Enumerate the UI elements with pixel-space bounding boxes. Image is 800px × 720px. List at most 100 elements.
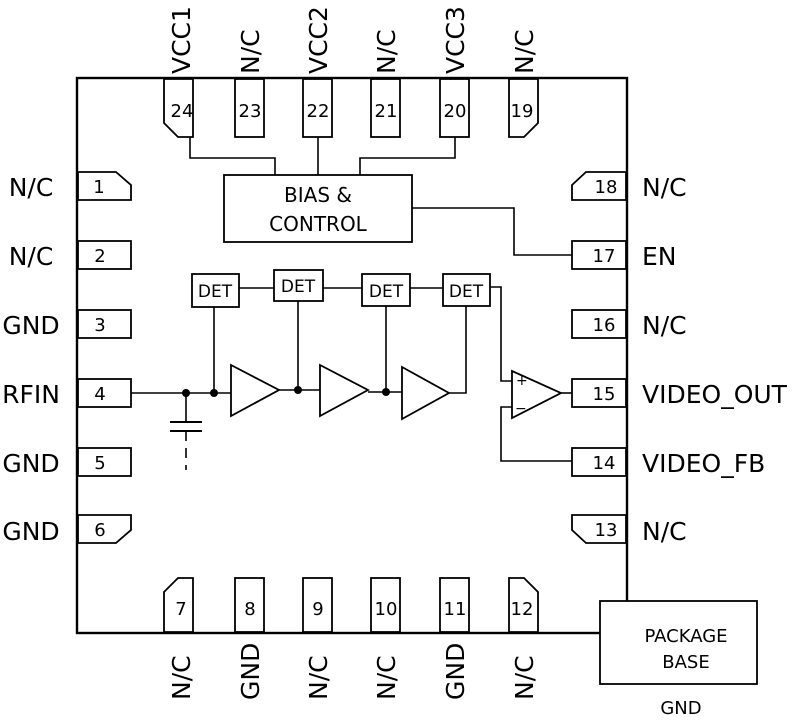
- pin-5-number: 5: [94, 453, 105, 474]
- detector-3-label: DET: [369, 282, 404, 302]
- pin-21-label: N/C: [372, 29, 401, 74]
- pin-10: 10 N/C: [370, 577, 401, 700]
- pin-22: 22 VCC2: [302, 6, 333, 138]
- pin-12-label: N/C: [510, 655, 539, 700]
- pin-14: 14 VIDEO_FB: [571, 447, 765, 478]
- detector-3: DET: [361, 273, 411, 307]
- package-base-gnd-label: GND: [660, 698, 701, 719]
- amplifier-3: [401, 365, 451, 421]
- pin-17-number: 17: [593, 246, 616, 267]
- pin-16: 16 N/C: [571, 309, 687, 340]
- pin-23-number: 23: [239, 101, 262, 122]
- pin-14-number: 14: [593, 453, 616, 474]
- opamp-plus-sign: +: [516, 373, 528, 389]
- pin-13: 13 N/C: [571, 514, 687, 546]
- pin-3-label: GND: [2, 311, 59, 340]
- pin-13-label: N/C: [642, 517, 687, 546]
- detector-1: DET: [191, 273, 240, 308]
- det1-node: [210, 389, 218, 397]
- pin-10-label: N/C: [372, 655, 401, 700]
- pin-19-number: 19: [511, 101, 534, 122]
- pin-6-label: GND: [2, 517, 59, 546]
- pin-7-label: N/C: [167, 655, 196, 700]
- pin-2-label: N/C: [9, 242, 54, 271]
- pin-7-number: 7: [175, 599, 186, 620]
- amplifier-1: [230, 363, 281, 418]
- video-opamp: [511, 369, 564, 420]
- pin-23-label: N/C: [236, 29, 265, 74]
- det4-tap: [449, 306, 467, 394]
- pin-18-number: 18: [595, 177, 618, 198]
- pin-14-label: VIDEO_FB: [642, 449, 765, 478]
- pin-11: 11 GND: [439, 577, 470, 700]
- pin-24-label: VCC1: [167, 6, 196, 74]
- pin-22-label: VCC2: [304, 6, 333, 74]
- pin-16-number: 16: [593, 315, 616, 336]
- chip-body: [75, 76, 629, 635]
- det3-node: [382, 388, 390, 396]
- pin-6-number: 6: [94, 520, 105, 541]
- pin-13-number: 13: [595, 520, 618, 541]
- amplifier-2: [319, 363, 370, 418]
- opamp-minus-sign: −: [515, 401, 527, 417]
- pin-3-number: 3: [94, 315, 105, 336]
- det2-node: [294, 386, 302, 394]
- pin-10-number: 10: [375, 599, 398, 620]
- pin-19-label: N/C: [510, 29, 539, 74]
- pin-23: 23 N/C: [234, 29, 265, 138]
- pin-15-number: 15: [593, 384, 616, 405]
- pin-8: 8 GND: [234, 577, 265, 700]
- pin-20-label: VCC3: [441, 6, 470, 74]
- detector-1-label: DET: [198, 282, 233, 302]
- pin-24: 24 VCC1: [163, 6, 196, 138]
- pin-4: 4 RFIN: [2, 378, 132, 409]
- pin-4-number: 4: [94, 384, 105, 405]
- pin-8-number: 8: [244, 599, 255, 620]
- pin-9-number: 9: [312, 599, 323, 620]
- pin-5: 5 GND: [2, 447, 132, 478]
- pin-21-number: 21: [375, 101, 398, 122]
- pin-17: 17 EN: [571, 240, 677, 271]
- pin-15: 15 VIDEO_OUT: [571, 378, 788, 409]
- bias-control-block: [223, 174, 413, 243]
- det-out-wire: [490, 286, 512, 382]
- detector-2-label: DET: [281, 277, 316, 297]
- detector-4: DET: [442, 273, 491, 307]
- pin-7: 7 N/C: [163, 577, 196, 700]
- pin-11-number: 11: [444, 599, 467, 620]
- vcc3-wire: [359, 137, 456, 175]
- pin-24-number: 24: [171, 101, 194, 122]
- pin-22-number: 22: [307, 101, 330, 122]
- pin-1-number: 1: [93, 177, 104, 198]
- package-base-box: [599, 600, 758, 685]
- pin-20-number: 20: [444, 101, 467, 122]
- pin-20: 20 VCC3: [439, 6, 470, 138]
- pin-19: 19 N/C: [508, 29, 539, 138]
- pin-21: 21 N/C: [370, 29, 401, 138]
- pin-17-label: EN: [642, 242, 677, 271]
- bias-control-label-2: CONTROL: [269, 212, 368, 236]
- pin-12-number: 12: [511, 599, 534, 620]
- pin-15-label: VIDEO_OUT: [642, 380, 788, 409]
- pin-2: 2 N/C: [9, 240, 132, 271]
- detector-4-label: DET: [449, 282, 484, 302]
- pin-9-label: N/C: [304, 655, 333, 700]
- pin-9: 9 N/C: [302, 577, 333, 700]
- pin-8-label: GND: [236, 643, 265, 700]
- pin-3: 3 GND: [2, 309, 132, 340]
- pin-6: 6 GND: [2, 514, 132, 546]
- pin-5-label: GND: [2, 449, 59, 478]
- pin-12: 12 N/C: [508, 577, 539, 700]
- pin-16-label: N/C: [642, 311, 687, 340]
- pin-1: 1 N/C: [9, 171, 132, 202]
- pin-18: 18 N/C: [571, 171, 687, 202]
- bias-control-label-1: BIAS &: [284, 183, 352, 207]
- pin-18-label: N/C: [642, 173, 687, 202]
- en-wire: [412, 207, 572, 256]
- package-base-label-1: PACKAGE: [644, 626, 727, 647]
- vcc1-wire: [189, 137, 276, 175]
- detector-2: DET: [273, 269, 324, 302]
- video-fb-wire: [500, 406, 572, 462]
- pin-4-label: RFIN: [2, 380, 60, 409]
